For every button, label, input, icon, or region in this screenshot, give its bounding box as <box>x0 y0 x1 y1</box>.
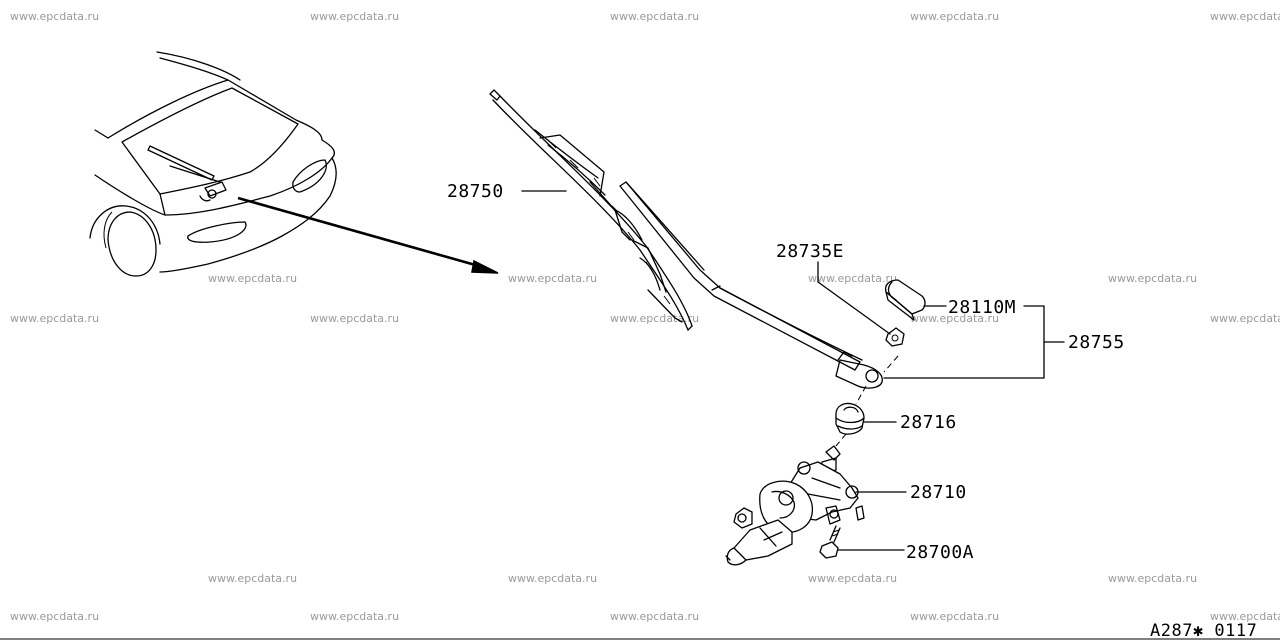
watermark-text: www.epcdata.ru <box>1108 572 1197 585</box>
part-label-cap: 28110M <box>948 297 1016 318</box>
watermark-text: www.epcdata.ru <box>808 272 897 285</box>
watermark-text: www.epcdata.ru <box>910 312 999 325</box>
mounting-bolt-part <box>819 525 841 559</box>
watermark-text: www.epcdata.ru <box>310 312 399 325</box>
watermark-text: www.epcdata.ru <box>1210 610 1280 623</box>
part-label-bolt: 28700A <box>906 542 974 563</box>
part-label-blade: 28750 <box>447 181 504 202</box>
part-label-cap-clip: 28735E <box>776 241 844 262</box>
part-label-pivot-seal: 28716 <box>900 412 957 433</box>
watermark-text: www.epcdata.ru <box>610 10 699 23</box>
leader-lines <box>521 190 1065 551</box>
diagram-code: A287✱ 0117 <box>1150 621 1257 640</box>
wiper-motor-part <box>725 445 865 566</box>
watermark-text: www.epcdata.ru <box>1210 10 1280 23</box>
watermark-text: www.epcdata.ru <box>208 272 297 285</box>
watermark-text: www.epcdata.ru <box>10 10 99 23</box>
watermark-text: www.epcdata.ru <box>1210 312 1280 325</box>
pivot-cap-part <box>884 279 926 321</box>
car-rear-illustration <box>89 51 337 277</box>
watermark-text: www.epcdata.ru <box>508 572 597 585</box>
cap-clip-part <box>885 327 905 347</box>
part-label-arm-assy: 28755 <box>1068 332 1125 353</box>
watermark-text: www.epcdata.ru <box>508 272 597 285</box>
watermark-text: www.epcdata.ru <box>910 610 999 623</box>
part-label-motor: 28710 <box>910 482 967 503</box>
locator-arrow <box>237 196 499 274</box>
watermark-text: www.epcdata.ru <box>808 572 897 585</box>
pivot-seal-part <box>835 402 865 435</box>
watermark-text: www.epcdata.ru <box>910 10 999 23</box>
watermark-text: www.epcdata.ru <box>10 312 99 325</box>
watermark-text: www.epcdata.ru <box>310 610 399 623</box>
watermark-text: www.epcdata.ru <box>310 10 399 23</box>
watermark-text: www.epcdata.ru <box>1108 272 1197 285</box>
watermark-text: www.epcdata.ru <box>610 610 699 623</box>
watermark-layer: www.epcdata.ru www.epcdata.ru www.epcdata.… <box>10 10 1280 623</box>
wiper-arm-part <box>619 181 883 389</box>
part-labels: 28750 28735E 28110M 28755 28716 28710 28… <box>447 181 1125 563</box>
watermark-text: www.epcdata.ru <box>610 312 699 325</box>
watermark-text: www.epcdata.ru <box>10 610 99 623</box>
wiper-blade-part <box>489 89 693 331</box>
watermark-text: www.epcdata.ru <box>208 572 297 585</box>
